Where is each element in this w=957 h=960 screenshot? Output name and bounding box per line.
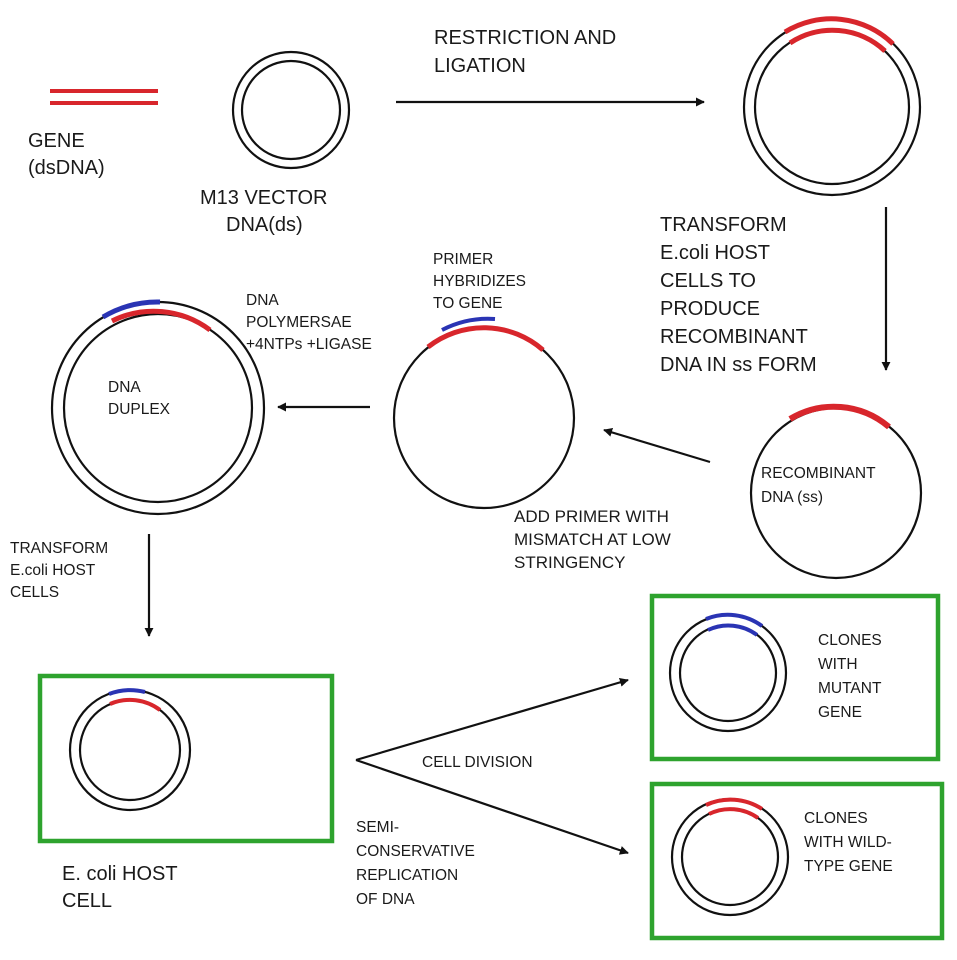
recombinant-ds-plasmid	[742, 16, 922, 197]
host-gene-segment	[109, 697, 162, 712]
host-cell-label: E. coli HOST CELL	[62, 863, 183, 912]
duplex-label: DNA DUPLEX	[108, 379, 171, 418]
recombinant-label: RECOMBINANT DNA (ss)	[761, 465, 880, 506]
recombinant-ss-dna	[749, 403, 923, 580]
mutant-clones-label: CLONES WITH MUTANT GENE	[818, 632, 886, 721]
mutant-plasmid	[668, 612, 788, 733]
add-primer-label: ADD PRIMER WITH MISMATCH AT LOW STRINGEN…	[514, 507, 676, 572]
wildtype-gene-inner	[708, 807, 760, 820]
semi-conservative-label: SEMI- CONSERVATIVE REPLICATION OF DNA	[356, 819, 479, 908]
primer-hybridizes-label: PRIMER HYBRIDIZES TO GENE	[433, 251, 530, 312]
mutant-primer-outer	[705, 612, 764, 628]
wildtype-clones-label: CLONES WITH WILD- TYPE GENE	[804, 810, 896, 875]
vector-label: M13 VECTOR DNA(ds)	[200, 187, 333, 236]
transform-cells-label: TRANSFORM E.coli HOST CELLS	[10, 540, 112, 601]
host-cell-plasmid	[68, 688, 192, 812]
division-arrow-down	[355, 758, 629, 855]
template-gene-segment	[426, 325, 545, 352]
wildtype-plasmid	[670, 797, 790, 917]
restriction-label: RESTRICTION AND LIGATION	[434, 27, 622, 77]
ss-gene-segment	[788, 403, 891, 430]
polymerase-label: DNA POLYMERSAE +4NTPs +LIGASE	[246, 292, 372, 353]
duplex-gene-segment	[110, 308, 212, 333]
inserted-gene-outer	[783, 16, 895, 46]
gene-label: GENE (dsDNA)	[28, 130, 105, 179]
mutant-clones-box	[649, 593, 941, 762]
primer-segment	[441, 316, 496, 332]
wildtype-gene-outer	[705, 797, 764, 811]
wildtype-clones-box	[649, 781, 945, 941]
host-cell-box	[37, 673, 335, 844]
transform-host-label: TRANSFORM E.coli HOST CELLS TO PRODUCE R…	[660, 214, 817, 376]
duplex-primer-segment	[101, 299, 161, 320]
m13-vector-plasmid	[231, 50, 351, 170]
host-primer-segment	[108, 688, 146, 696]
cell-division-label: CELL DIVISION	[422, 754, 533, 771]
primer-hybridized-template	[392, 316, 576, 510]
gene-dsdna	[50, 89, 158, 105]
inserted-gene-inner	[788, 27, 887, 53]
mutant-primer-inner	[707, 623, 759, 637]
division-arrow-up	[355, 677, 629, 762]
dna-duplex	[50, 299, 266, 516]
add-primer-arrow	[603, 428, 711, 464]
